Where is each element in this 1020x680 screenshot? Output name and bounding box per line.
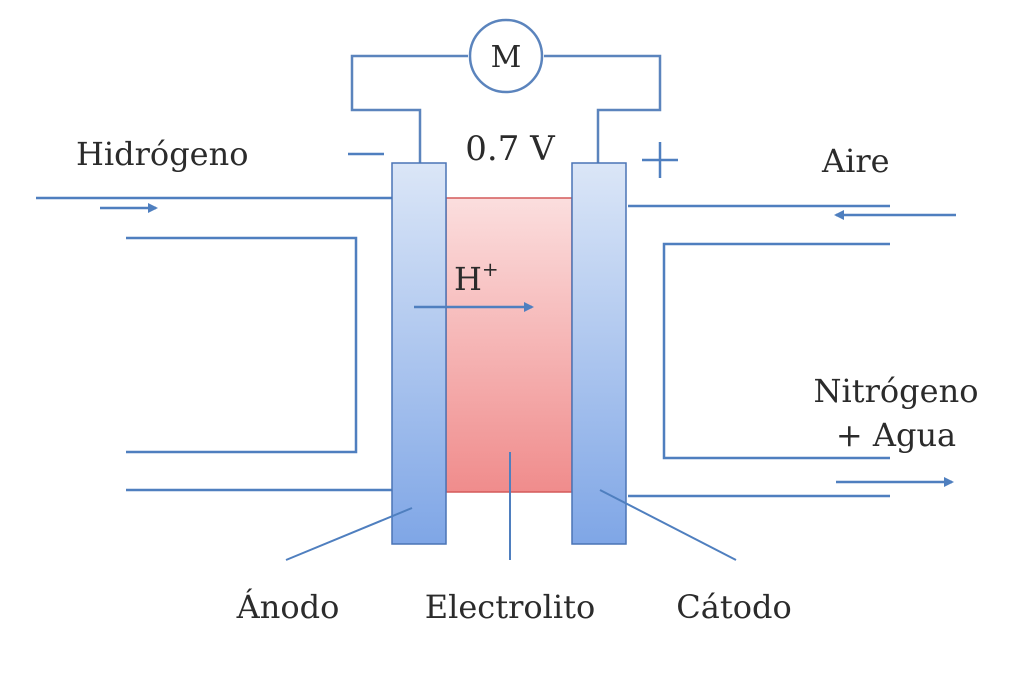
anode-electrode: [391, 162, 447, 545]
hydrogen-label: Hidrógeno: [76, 135, 248, 173]
motor-icon: [468, 18, 544, 94]
cathode-leader-line: [599, 489, 737, 561]
motor-label: M: [491, 40, 522, 75]
exhaust-label-line1: Nitrógeno: [814, 372, 979, 410]
electrolyte-block: [445, 197, 573, 493]
anode-leader-line: [285, 507, 413, 561]
anode-label: Ánodo: [236, 588, 340, 626]
voltage-label: 0.7 V: [465, 129, 556, 169]
anode-gas-channel: [126, 236, 358, 454]
proton-label: H+: [454, 257, 499, 298]
air-label: Aire: [821, 142, 890, 180]
circuit-wire: [350, 54, 662, 163]
cathode-electrode: [571, 162, 627, 545]
electrolyte-label: Electrolito: [425, 588, 595, 626]
positive-terminal-icon: [642, 142, 678, 178]
cathode-gas-channel: [662, 242, 890, 460]
cathode-label: Cátodo: [676, 588, 791, 626]
exhaust-label-line2: + Agua: [836, 416, 956, 454]
